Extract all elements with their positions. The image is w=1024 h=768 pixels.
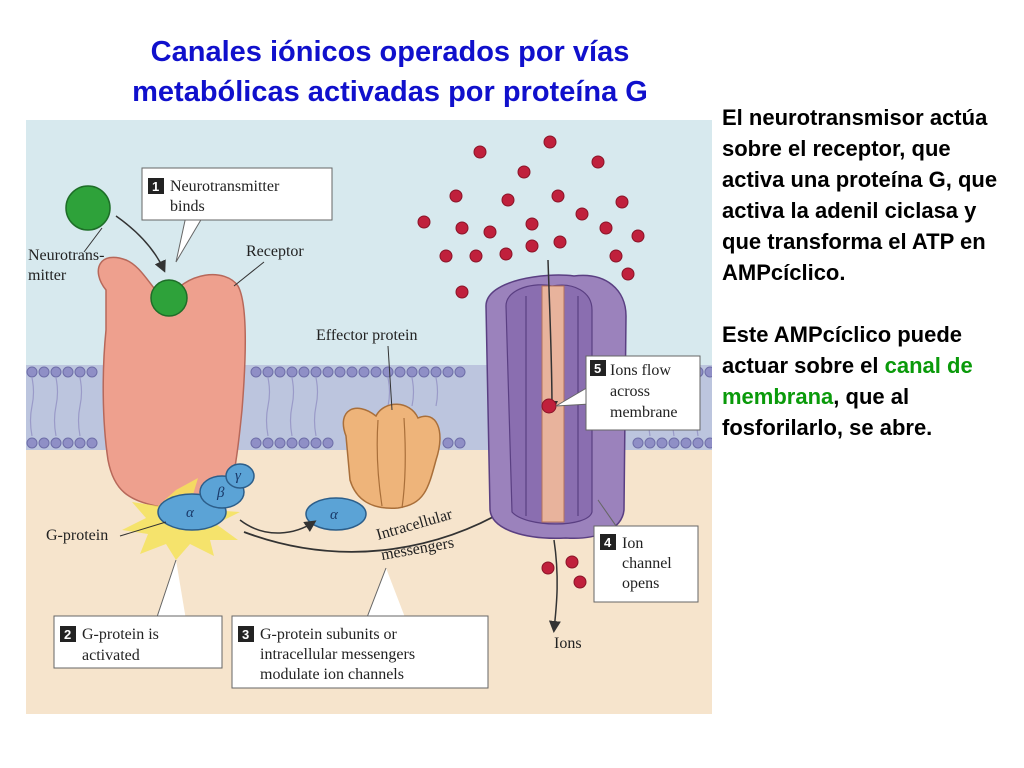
- gamma-label: γ: [235, 468, 242, 484]
- step-1-line2: binds: [170, 198, 205, 215]
- step-3-line3: modulate ion channels: [260, 666, 404, 683]
- step-1-line1: Neurotransmitter: [170, 178, 280, 195]
- description-p2-part1: Este AMPcíclico puede actuar sobre el: [722, 322, 963, 378]
- description-panel: El neurotransmisor actúa sobre el recept…: [722, 102, 1012, 443]
- ion: [473, 145, 487, 159]
- ion: [609, 249, 623, 263]
- messenger-arrow: [243, 498, 526, 553]
- beta-label: β: [216, 485, 225, 501]
- step-3-callout: 3 G-protein subunits or intracellular me…: [231, 567, 489, 689]
- free-neurotransmitter: [65, 185, 111, 231]
- ion: [615, 195, 629, 209]
- step-3-line2: intracellular messengers: [260, 646, 415, 663]
- ion: [599, 221, 613, 235]
- step-4-callout: 4 Ion channel opens: [593, 499, 699, 603]
- ion: [551, 189, 565, 203]
- effector-protein: α: [305, 403, 441, 531]
- receptor-label: Receptor: [246, 243, 304, 260]
- g-protein-complex: α β γ: [157, 463, 255, 531]
- ion: [621, 267, 635, 281]
- step-2-line2: activated: [82, 647, 140, 664]
- step-5-line2: across: [610, 383, 650, 400]
- ion: [573, 575, 587, 589]
- ion: [631, 229, 645, 243]
- title-line-2: metabólicas activadas por proteína G: [132, 76, 648, 108]
- step-4-line1: Ion: [622, 535, 643, 552]
- bound-neurotransmitter: [150, 279, 188, 317]
- g-protein-label: G-protein: [46, 527, 108, 544]
- ion-flow-arrow: [545, 259, 558, 413]
- step-3-number: 3: [242, 627, 249, 642]
- ions-label: Ions: [554, 635, 582, 652]
- ion: [541, 398, 557, 414]
- ion: [543, 135, 557, 149]
- ion: [501, 193, 515, 207]
- g-to-effector-arrow: [239, 519, 317, 534]
- receptor-protein: [97, 256, 246, 511]
- g-protein-pathway-diagram: α β γ α Neurotrans- mitter Receptor Effe…: [26, 120, 712, 714]
- ion: [417, 215, 431, 229]
- ion: [449, 189, 463, 203]
- neurotransmitter-label-l2: mitter: [28, 267, 67, 284]
- description-p2-part2: , que al fosforilarlo, se abre.: [722, 384, 933, 440]
- ion: [483, 225, 497, 239]
- ion: [553, 235, 567, 249]
- step-5-number: 5: [594, 361, 601, 376]
- slide-title: Canales iónicos operados por vías metabó…: [60, 32, 720, 112]
- ion: [525, 217, 539, 231]
- ion-exit-arrow: [548, 539, 561, 633]
- g-protein-gamma: [225, 463, 255, 489]
- effector-alpha: [305, 497, 367, 531]
- alpha-label: α: [186, 505, 195, 521]
- step-5-line1: Ions flow: [610, 362, 671, 379]
- ion: [517, 165, 531, 179]
- step-3-line1: G-protein subunits or: [260, 626, 398, 643]
- ion: [455, 285, 469, 299]
- ion: [541, 561, 555, 575]
- ion: [499, 247, 513, 261]
- step-4-line2: channel: [622, 555, 672, 572]
- effector-alpha-label: α: [330, 507, 339, 523]
- ions: [417, 135, 645, 589]
- ion: [455, 221, 469, 235]
- neurotransmitter-label-l1: Neurotrans-: [28, 247, 104, 264]
- step-5-line3: membrane: [610, 404, 678, 421]
- step-2-callout: 2 G-protein is activated: [53, 559, 223, 669]
- ion: [575, 207, 589, 221]
- ion: [469, 249, 483, 263]
- ion: [565, 555, 579, 569]
- step-1-callout: 1 Neurotransmitter binds: [141, 167, 333, 263]
- description-paragraph-1: El neurotransmisor actúa sobre el recept…: [722, 105, 998, 285]
- step-4-number: 4: [604, 535, 612, 550]
- step-5-callout: 5 Ions flow across membrane: [555, 355, 701, 431]
- ion: [439, 249, 453, 263]
- effector-label: Effector protein: [316, 327, 417, 344]
- step-2-number: 2: [64, 627, 71, 642]
- step-1-number: 1: [152, 179, 159, 194]
- step-2-line1: G-protein is: [82, 626, 159, 643]
- binding-arrow: [115, 215, 166, 273]
- title-line-1: Canales iónicos operados por vías: [150, 36, 630, 68]
- ion: [591, 155, 605, 169]
- description-highlight-channel: canal de membrana: [722, 353, 973, 409]
- ion: [525, 239, 539, 253]
- description-paragraph-2: Este AMPcíclico puede actuar sobre el ca…: [722, 319, 1012, 443]
- step-4-line3: opens: [622, 575, 659, 592]
